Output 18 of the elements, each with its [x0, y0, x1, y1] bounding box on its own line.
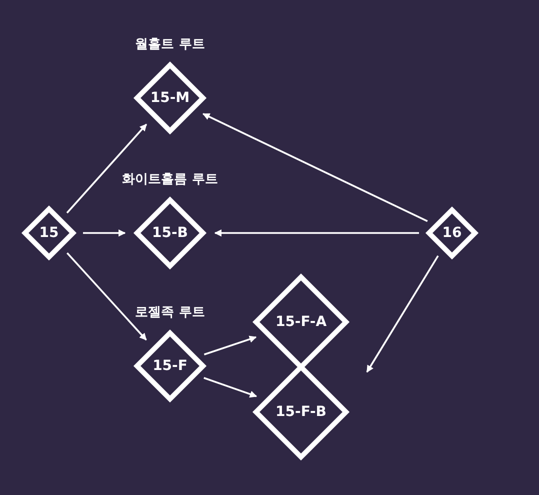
node-label: 15-F	[152, 358, 188, 374]
arrow	[83, 229, 126, 237]
route-heading: 화이트홀름 루트	[122, 171, 218, 188]
node-label: 16	[442, 225, 462, 241]
route-heading: 월홀트 루트	[135, 36, 205, 53]
arrow	[66, 124, 148, 214]
node-label: 15-B	[152, 225, 188, 241]
arrow	[66, 252, 147, 340]
node-label: 15-F-B	[276, 404, 326, 420]
arrow	[204, 336, 257, 356]
node-label: 15-F-A	[275, 314, 327, 330]
route-heading: 로젤족 루트	[135, 304, 205, 321]
arrow	[202, 113, 428, 222]
arrow	[204, 377, 258, 398]
node-label: 15-M	[150, 90, 190, 106]
arrow	[366, 255, 439, 373]
arrow	[214, 229, 419, 237]
node-label: 15	[39, 225, 59, 241]
